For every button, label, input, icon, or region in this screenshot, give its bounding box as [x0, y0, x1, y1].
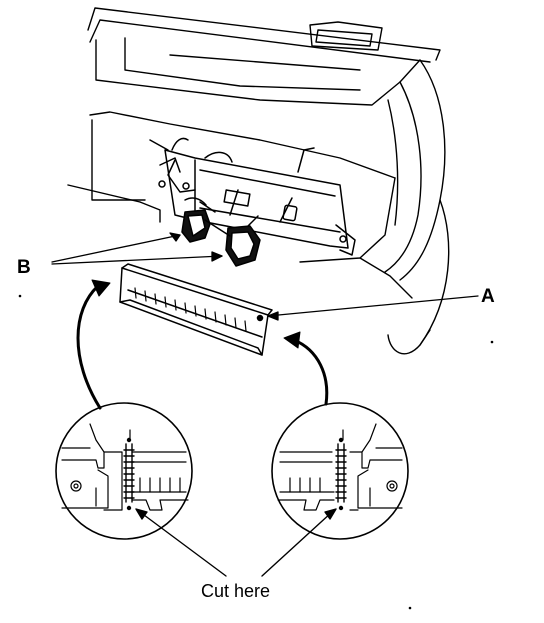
- panel-a-clips: [134, 287, 247, 332]
- panel-a: [119, 263, 273, 356]
- mounting-bracket: [149, 137, 356, 256]
- cut-line-right: [335, 437, 347, 511]
- label-cut-here: Cut here: [201, 581, 271, 601]
- leader-lines-cut-here: [135, 508, 337, 577]
- connectors-b: [181, 197, 261, 267]
- leader-line-a: [267, 295, 479, 321]
- cut-line-left: [123, 437, 135, 511]
- dashboard-outline: [67, 7, 450, 355]
- speck: [490, 340, 494, 344]
- detail-circle-right: [271, 402, 409, 540]
- label-b: B: [17, 257, 31, 278]
- speck: [18, 294, 22, 298]
- curved-arrows: [76, 279, 329, 410]
- label-a: A: [481, 286, 495, 307]
- leader-lines-b: [51, 232, 223, 265]
- detail-circle-left: [55, 402, 193, 540]
- speck: [408, 606, 412, 610]
